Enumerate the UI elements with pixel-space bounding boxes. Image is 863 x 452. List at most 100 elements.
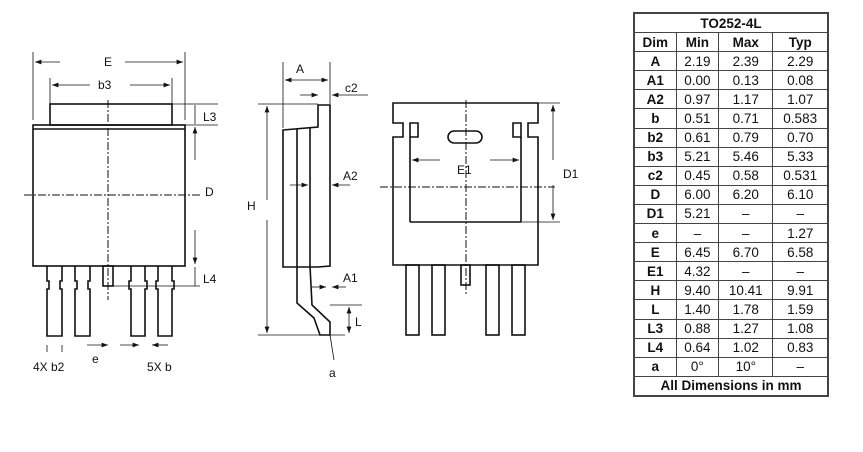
- value-cell: –: [675, 223, 720, 244]
- value-cell: 0.00: [675, 70, 720, 91]
- value-cell: 6.10: [772, 184, 829, 205]
- table-title: TO252-4L: [633, 12, 829, 34]
- value-cell: 6.00: [675, 184, 720, 205]
- value-cell: 4.32: [675, 261, 720, 282]
- value-cell: 5.33: [772, 146, 829, 167]
- label-a: a: [329, 366, 336, 380]
- label-c2: c2: [345, 81, 358, 95]
- value-cell: –: [772, 203, 829, 225]
- value-cell: –: [718, 203, 774, 225]
- dim-cell: A1: [633, 70, 677, 91]
- value-cell: 10°: [718, 356, 774, 377]
- value-cell: 0.08: [772, 70, 829, 91]
- value-cell: 6.20: [718, 184, 774, 205]
- value-cell: 2.39: [718, 51, 774, 72]
- value-cell: 1.02: [718, 337, 774, 358]
- value-cell: 5.46: [718, 146, 774, 167]
- dim-cell: H: [633, 280, 677, 301]
- dim-cell: L3: [633, 318, 677, 339]
- dim-cell: b2: [633, 127, 677, 148]
- dim-cell: L: [633, 299, 677, 320]
- value-cell: 0.51: [675, 108, 720, 129]
- dim-cell: b3: [633, 146, 677, 167]
- value-cell: 0.71: [718, 108, 774, 129]
- value-cell: 1.78: [718, 299, 774, 320]
- value-cell: 0.88: [675, 318, 720, 339]
- value-cell: 10.41: [718, 280, 774, 301]
- value-cell: 0.70: [772, 127, 829, 148]
- value-cell: 5.21: [675, 203, 720, 225]
- value-cell: –: [718, 223, 774, 244]
- label-A: A: [296, 62, 304, 76]
- dim-cell: E: [633, 242, 677, 263]
- value-cell: 1.27: [718, 318, 774, 339]
- table-row: e––1.27: [633, 223, 829, 244]
- value-cell: 1.08: [772, 318, 829, 339]
- value-cell: 1.27: [772, 223, 829, 244]
- dim-cell: A2: [633, 89, 677, 110]
- value-cell: –: [772, 356, 829, 377]
- value-cell: 0.64: [675, 337, 720, 358]
- value-cell: 6.45: [675, 242, 720, 263]
- column-header: Dim: [633, 32, 677, 53]
- value-cell: 0.83: [772, 337, 829, 358]
- value-cell: –: [718, 261, 774, 282]
- value-cell: 9.40: [675, 280, 720, 301]
- dim-cell: D1: [633, 203, 677, 225]
- value-cell: 0.97: [675, 89, 720, 110]
- value-cell: 0.45: [675, 165, 720, 186]
- label-L3: L3: [203, 110, 217, 124]
- column-header: Typ: [772, 32, 829, 53]
- value-cell: 5.21: [675, 146, 720, 167]
- value-cell: 0.13: [718, 70, 774, 91]
- label-E: E: [104, 55, 112, 69]
- label-e: e: [92, 352, 99, 366]
- value-cell: 0.58: [718, 165, 774, 186]
- value-cell: 1.59: [772, 299, 829, 320]
- value-cell: 2.29: [772, 51, 829, 72]
- value-cell: 6.70: [718, 242, 774, 263]
- label-A1: A1: [343, 271, 358, 285]
- label-D1: D1: [563, 167, 579, 181]
- label-b2: 4X b2: [33, 360, 65, 374]
- value-cell: 0.79: [718, 127, 774, 148]
- value-cell: 2.19: [675, 51, 720, 72]
- dim-cell: E1: [633, 261, 677, 282]
- dim-cell: e: [633, 223, 677, 244]
- label-L4: L4: [203, 272, 217, 286]
- dim-cell: D: [633, 184, 677, 205]
- value-cell: 9.91: [772, 280, 829, 301]
- value-cell: 1.07: [772, 89, 829, 110]
- label-b: 5X b: [147, 360, 172, 374]
- dim-cell: c2: [633, 165, 677, 186]
- value-cell: –: [772, 261, 829, 282]
- label-H: H: [247, 199, 256, 213]
- value-cell: 6.58: [772, 242, 829, 263]
- dim-cell: L4: [633, 337, 677, 358]
- front-view: E b3 L3 D L4 4X b2 e 5X b: [24, 52, 218, 374]
- column-header: Min: [675, 32, 720, 53]
- label-A2: A2: [343, 169, 358, 183]
- value-cell: 1.17: [718, 89, 774, 110]
- dim-cell: a: [633, 356, 677, 377]
- column-header: Max: [718, 32, 774, 53]
- back-view: E1 D1: [380, 100, 579, 336]
- label-L: L: [355, 315, 362, 329]
